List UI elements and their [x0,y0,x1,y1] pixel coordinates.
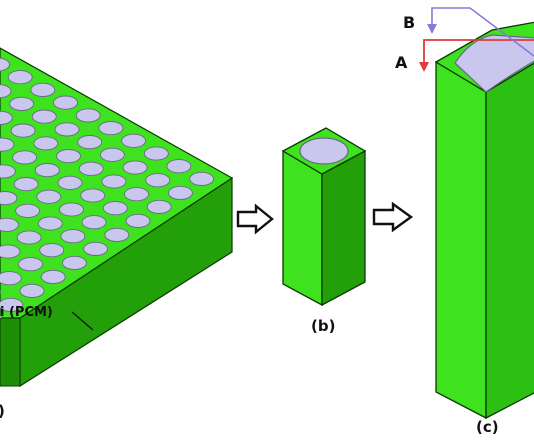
pcm-hole [57,175,83,190]
pcm-hole [143,146,169,161]
pcm-callout-label: i (PCM) [0,305,53,320]
pcm-hole [0,217,19,232]
pcm-hole [15,203,41,218]
panel-a-label-fragment: ) [0,402,5,420]
pcm-hole [0,244,21,259]
panel-b-unit-cell: (b) [281,127,367,335]
pcm-hole [13,177,39,192]
pcm-hole [9,96,35,111]
pcm-hole [81,215,107,230]
pcm-hole [0,57,10,72]
pcm-hole [18,257,43,272]
pcm-hole [98,121,124,136]
pcm-hole [33,136,59,151]
pcm-hole [0,271,22,286]
panel-c-quarter-cell: A B (c) [395,7,534,436]
section-a-label: A [395,53,408,72]
pcm-hole [102,201,128,216]
pcm-hole [37,216,63,231]
pcm-hole [125,213,151,228]
hollow-right-arrow-icon [372,201,414,233]
panel-a-composite-plate: i (PCM) ) [0,47,234,420]
pcm-hole [39,243,65,258]
section-b-arrow-icon [427,7,534,57]
pcm-hole [40,269,66,284]
pcm-callout-leader [71,311,94,331]
pcm-hole [59,202,84,217]
section-a-arrow-icon [419,39,534,72]
unit-cell-side-face [321,149,366,307]
pcm-hole [0,191,18,206]
unit-cell-pcm-core [299,137,349,165]
pcm-hole [34,163,60,178]
pcm-hole [101,174,127,189]
quarter-cell-front-face [435,60,487,420]
panel-c-label: (c) [476,418,499,436]
pcm-hole [121,133,147,148]
pcm-hole [54,122,80,137]
plate-front-face [0,317,21,387]
pcm-hole [60,229,86,244]
pcm-hole [0,137,15,152]
pcm-hole [99,147,125,162]
pcm-hole [36,189,62,204]
pcm-hole [7,70,33,85]
pcm-hole [83,241,109,256]
pcm-hole [16,230,42,245]
pcm-hole [10,123,36,138]
unit-cell-front-face [282,149,323,307]
pcm-hole [78,161,104,176]
pcm-hole [77,135,103,150]
pcm-hole [189,171,215,186]
pcm-hole [80,188,106,203]
pcm-hole [53,95,78,110]
pcm-hole [61,255,87,270]
pcm-hole [30,82,56,97]
pcm-hole [56,149,81,164]
pcm-hole [104,227,130,242]
quarter-cell-pcm-section [454,34,534,93]
pcm-hole [0,164,16,179]
pcm-hole [31,109,57,124]
panel-b-label: (b) [311,317,335,335]
pcm-hole [19,283,45,298]
pcm-hole [0,110,13,125]
pcm-hole [146,199,172,214]
pcm-hole [12,150,38,165]
pcm-hole [166,159,192,174]
pcm-hole [122,160,148,175]
pcm-hole [145,173,171,188]
quarter-cell-side-face [485,62,534,420]
pcm-hole-array [0,57,215,318]
hollow-right-arrow-icon [236,203,274,235]
pcm-hole [0,297,24,312]
pcm-hole [0,84,12,99]
pcm-hole [167,185,193,200]
pcm-hole [124,187,149,202]
pcm-hole [75,108,101,123]
section-b-label: B [403,13,415,32]
